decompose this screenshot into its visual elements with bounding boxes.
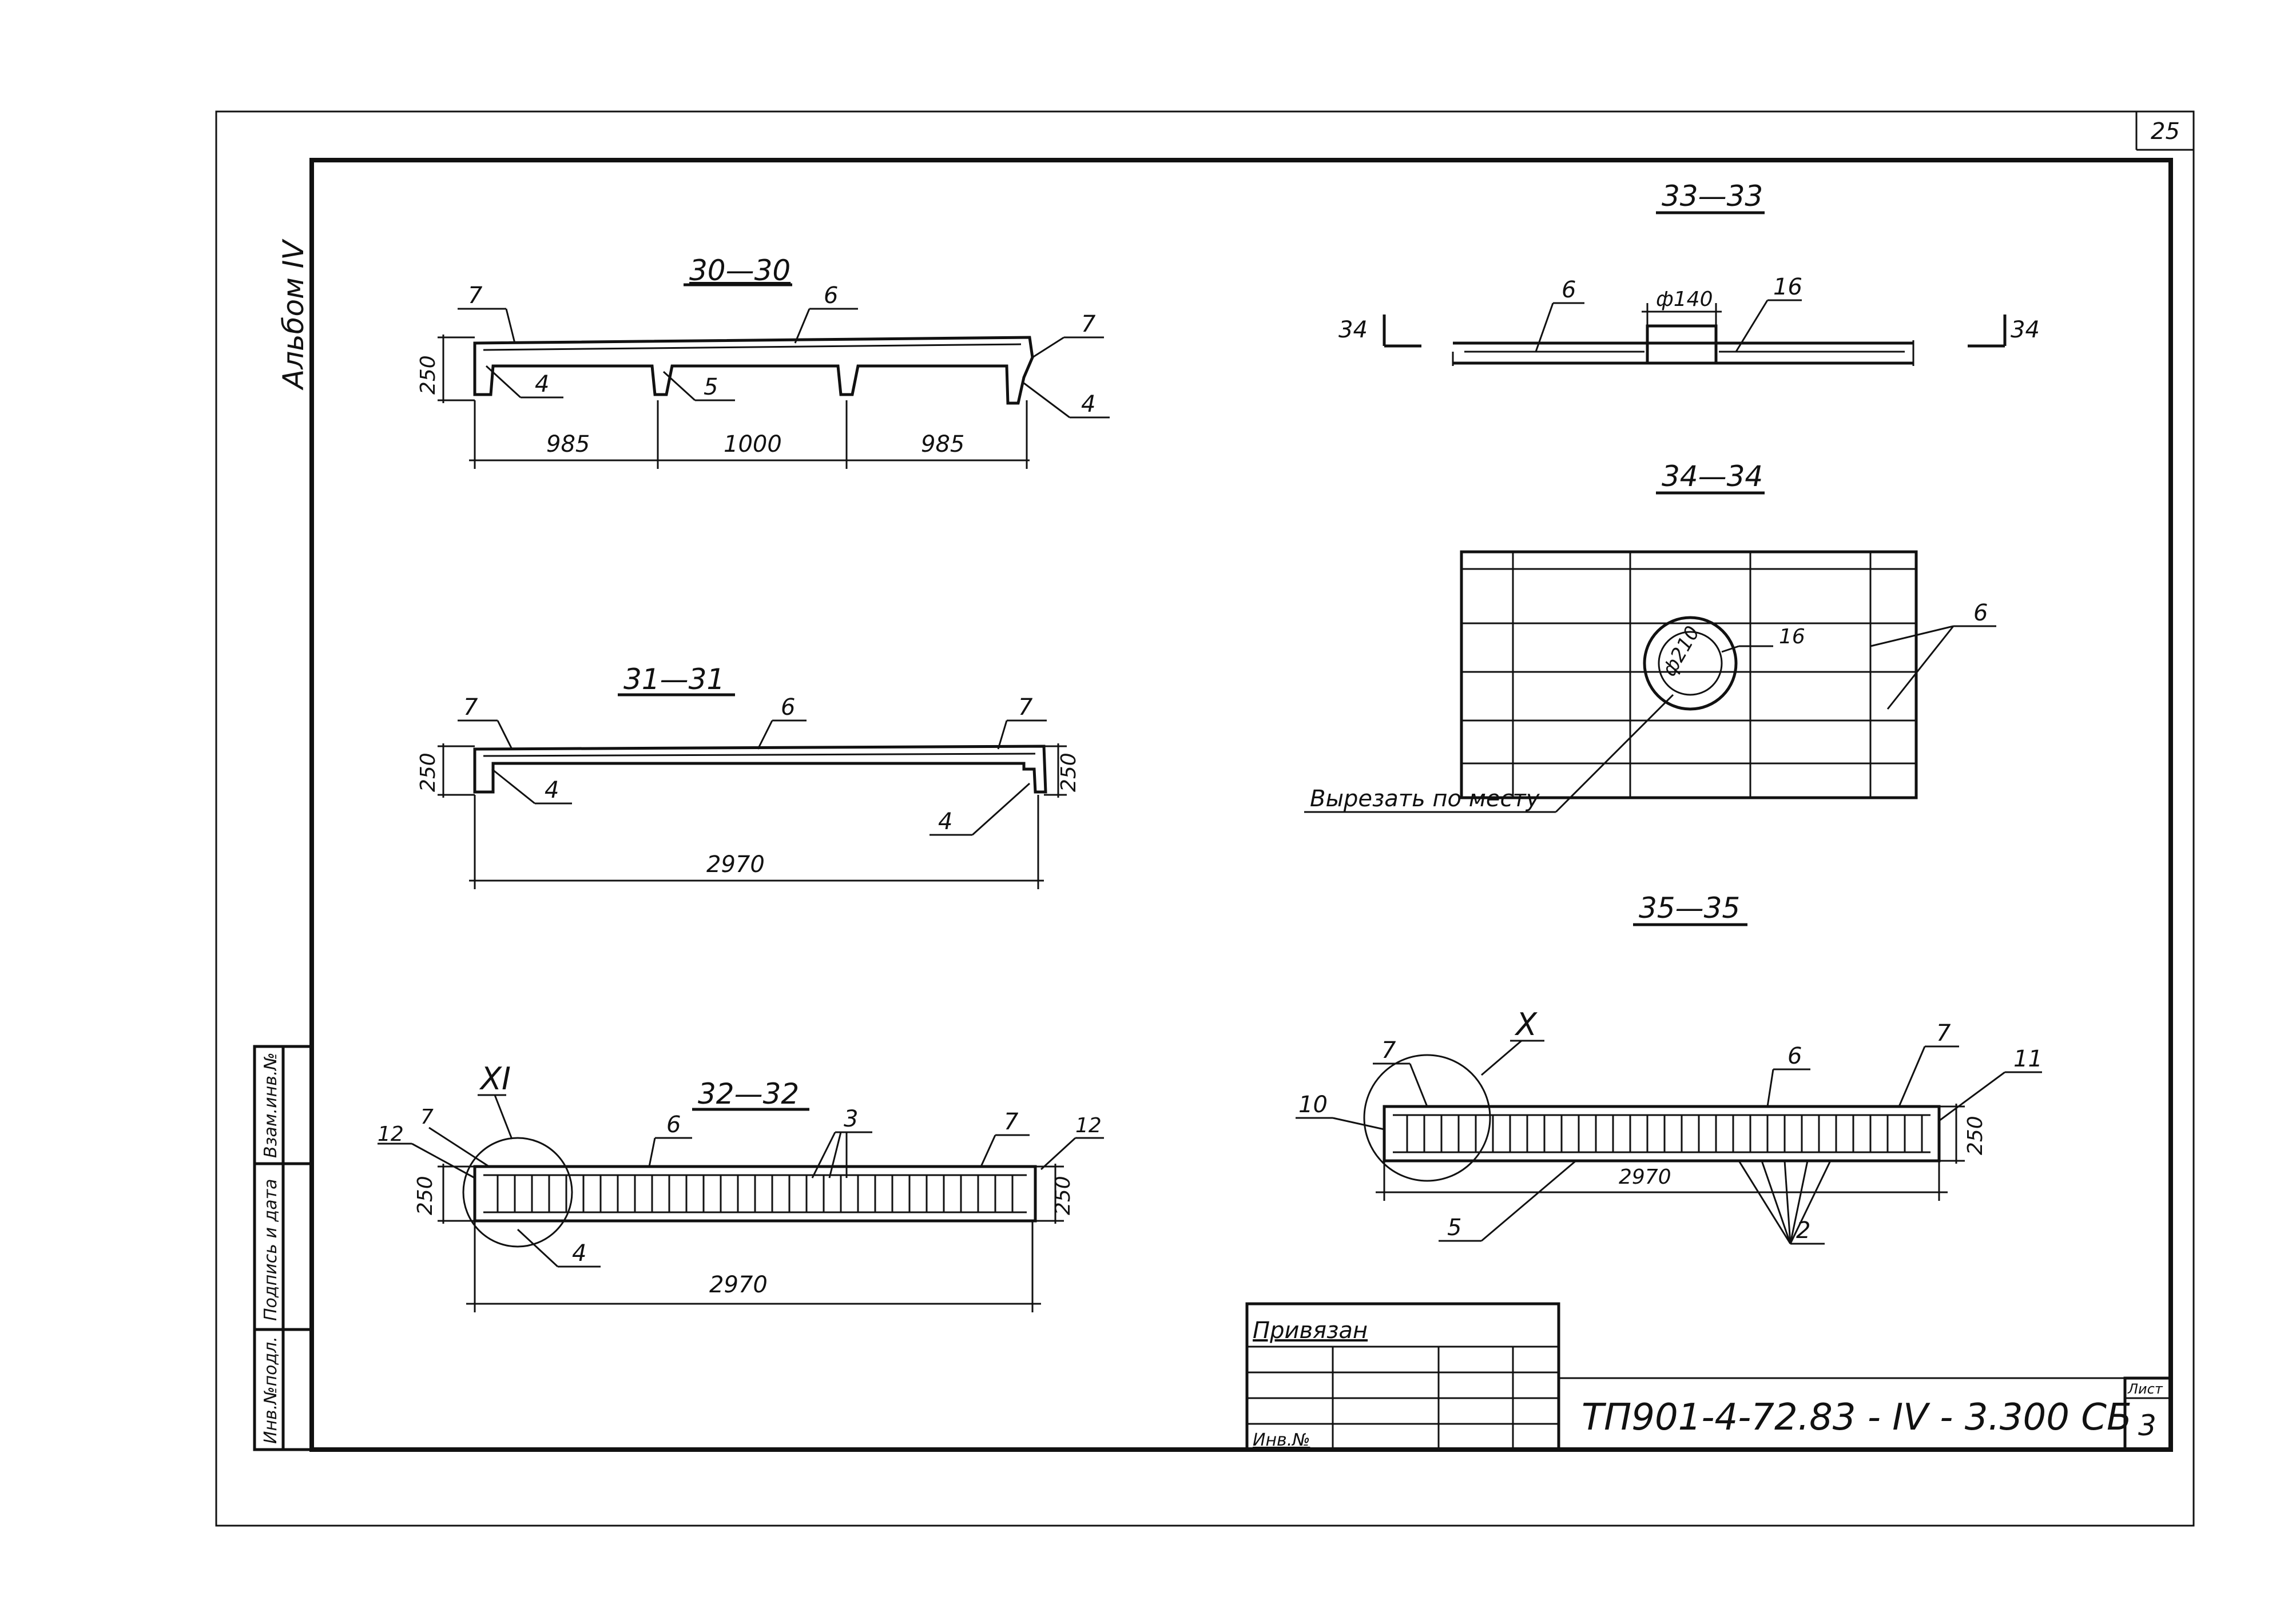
section-30-dim-2: 1000 <box>724 431 782 457</box>
section-34-callout-16: 16 <box>1779 625 1805 648</box>
side-stamp-sign: Подпись и дата <box>261 1179 281 1322</box>
section-32-callout-7b: 7 <box>1004 1109 1019 1135</box>
section-30-callout-7b: 7 <box>1081 311 1096 337</box>
section-35-callout-11: 11 <box>2013 1046 2043 1072</box>
section-35-35: 35—35 X 250 2970 7 10 6 7 11 5 <box>1296 891 2043 1245</box>
list-number: 3 <box>2138 1409 2156 1442</box>
album-label: Альбом IV <box>277 238 310 391</box>
section-35-callout-2: 2 <box>1796 1217 1810 1244</box>
section-35-callout-7b: 7 <box>1936 1020 1951 1046</box>
page-number: 25 <box>2151 118 2180 145</box>
section-32-callout-3: 3 <box>844 1106 858 1132</box>
section-31-callout-4b: 4 <box>938 809 952 835</box>
section-31-callout-6: 6 <box>781 694 795 721</box>
section-31-31: 31—31 250 250 2970 7 6 7 4 4 <box>416 663 1081 889</box>
section-33-mark-left: 34 <box>1338 317 1368 343</box>
section-31-callout-7b: 7 <box>1018 694 1033 721</box>
section-35-callout-7a: 7 <box>1381 1037 1396 1064</box>
section-30-callout-6: 6 <box>824 282 838 309</box>
section-32-length: 2970 <box>709 1272 768 1298</box>
side-stamp: Инв.№подл. Подпись и дата Взам.инв.№ <box>253 1045 313 1451</box>
section-32-callout-12a: 12 <box>378 1123 404 1146</box>
section-32-height-left: 250 <box>414 1176 437 1215</box>
title-block: Привязан Инв.№ ТП901-4-72.83 - IV - 3.30… <box>1245 1302 2172 1451</box>
section-32-callout-6: 6 <box>666 1112 681 1138</box>
section-32-32: 32—32 XI 250 250 2970 12 7 6 3 <box>378 1061 1104 1312</box>
section-35-height: 250 <box>1964 1116 1987 1155</box>
section-32-height-right: 250 <box>1051 1176 1075 1215</box>
section-32-callout-4: 4 <box>572 1240 586 1267</box>
section-30-dim-1: 985 <box>546 431 590 457</box>
section-33-title: 33—33 <box>1662 180 1763 213</box>
section-30-callout-5: 5 <box>704 374 718 400</box>
section-35-length: 2970 <box>1619 1165 1671 1189</box>
section-33-33: 33—33 ф140 6 16 34 34 <box>1338 180 2040 366</box>
section-31-callout-4a: 4 <box>545 777 559 803</box>
side-stamp-replace: Взам.инв.№ <box>261 1052 281 1158</box>
section-30-callout-4b: 4 <box>1081 391 1095 417</box>
section-31-title: 31—31 <box>623 663 725 696</box>
inv-no-label: Инв.№ <box>1253 1430 1310 1450</box>
section-30-dim-3: 985 <box>921 431 964 457</box>
section-34-callout-6: 6 <box>1973 600 1988 626</box>
section-32-title: 32—32 <box>698 1077 799 1110</box>
privyazan-label: Привязан <box>1253 1317 1368 1344</box>
section-34-note: Вырезать по месту <box>1310 786 1540 812</box>
section-31-callout-7a: 7 <box>463 694 478 721</box>
section-31-length: 2970 <box>706 851 765 878</box>
sheet-frame <box>215 110 2195 1527</box>
section-32-detail-mark: XI <box>479 1061 511 1097</box>
section-31-height-left: 250 <box>416 753 440 792</box>
section-30-30: 30—30 250 985 1000 985 7 6 7 4 5 <box>416 254 1110 469</box>
list-label: Лист <box>2127 1381 2163 1397</box>
section-30-height: 250 <box>416 355 440 395</box>
section-30-callout-7a: 7 <box>468 282 483 309</box>
section-33-mark-right: 34 <box>2011 317 2040 343</box>
drawing-code: ТП901-4-72.83 - IV - 3.300 СБ <box>1582 1396 2132 1439</box>
section-30-callout-4a: 4 <box>535 371 549 397</box>
section-35-callout-6: 6 <box>1787 1043 1802 1069</box>
section-35-callout-10: 10 <box>1298 1092 1328 1118</box>
section-33-diameter: ф140 <box>1656 288 1713 311</box>
section-35-callout-5: 5 <box>1447 1215 1461 1241</box>
section-30-title: 30—30 <box>689 254 791 287</box>
section-32-callout-7a: 7 <box>420 1105 434 1129</box>
section-31-height-right: 250 <box>1057 753 1081 792</box>
section-35-title: 35—35 <box>1639 891 1740 925</box>
section-34-title: 34—34 <box>1662 460 1763 493</box>
section-32-callout-12b: 12 <box>1075 1114 1102 1137</box>
section-35-detail-mark: X <box>1514 1006 1538 1042</box>
section-34-34: 34—34 ф210 16 6 Вырезать по месту <box>1304 460 1996 813</box>
section-33-callout-6: 6 <box>1562 277 1576 303</box>
section-33-callout-16: 16 <box>1773 274 1802 300</box>
side-stamp-inv: Инв.№подл. <box>261 1336 281 1444</box>
